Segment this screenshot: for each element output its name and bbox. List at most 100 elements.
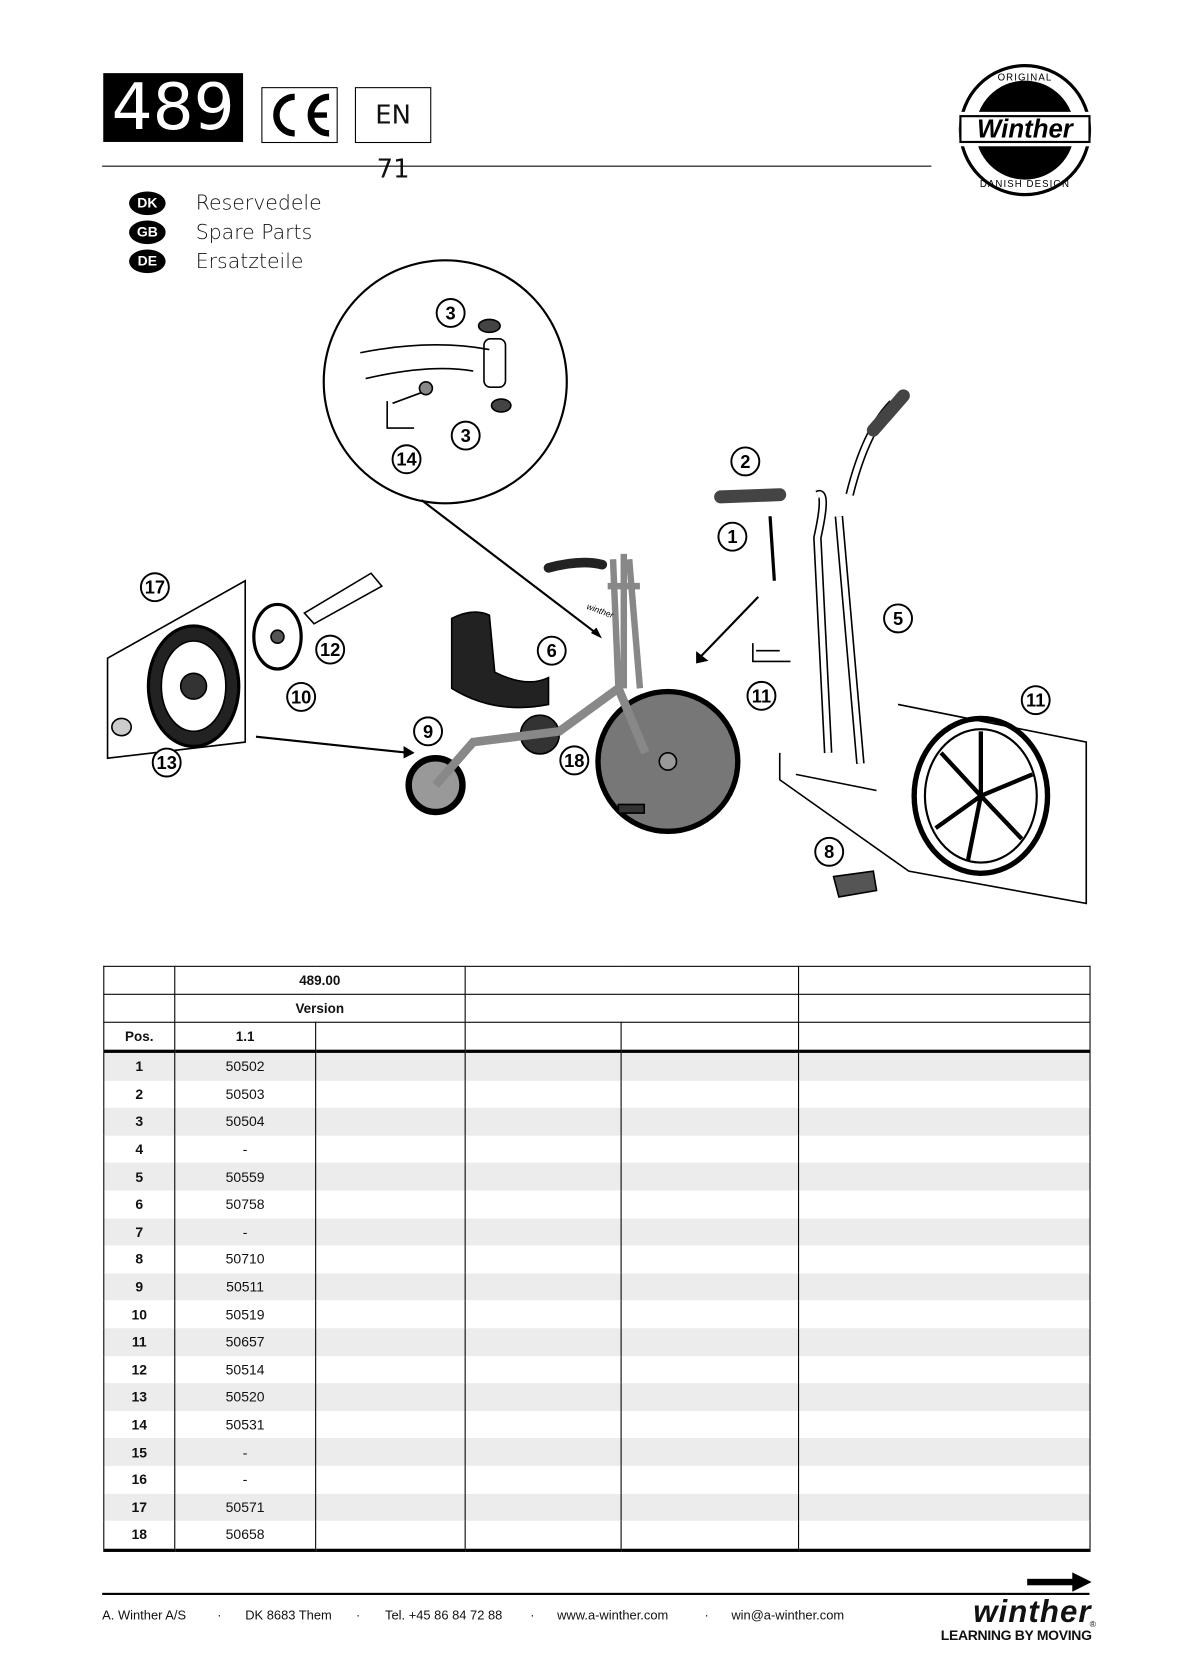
empty-cell	[314, 1410, 466, 1439]
footer-email-link[interactable]: win@a-winther.com	[731, 1607, 845, 1623]
empty-cell	[464, 1465, 623, 1494]
empty-cell	[798, 1080, 1091, 1108]
empty-cell	[621, 1218, 800, 1246]
callout-circle	[391, 444, 422, 475]
empty-cell	[464, 1493, 623, 1521]
svg-text:ORIGINAL: ORIGINAL	[998, 73, 1053, 84]
empty-cell	[464, 1438, 623, 1466]
empty-cell	[798, 1300, 1091, 1329]
pos-cell: 13	[103, 1383, 176, 1411]
part-number-cell: -	[174, 1465, 317, 1494]
pos-cell: 18	[103, 1520, 176, 1552]
callout-9: 9	[413, 716, 443, 747]
empty-cell	[314, 1300, 466, 1329]
pos-cell: 7	[103, 1218, 176, 1246]
pos-header: Pos.	[103, 1021, 176, 1053]
empty-cell	[621, 1355, 800, 1384]
svg-text:Winther: Winther	[977, 116, 1075, 144]
empty-cell	[314, 1051, 466, 1081]
part-number-cell: 50519	[174, 1300, 317, 1329]
part-number-cell: 50514	[174, 1355, 317, 1384]
label-dk: Reservedele	[195, 191, 322, 216]
footer-address: DK 8683 Them	[245, 1607, 332, 1623]
empty-cell	[464, 1410, 623, 1439]
winther-original-logo: Winther ORIGINAL DANISH DESIGN	[958, 63, 1092, 197]
empty-cell	[621, 1410, 800, 1439]
pos-cell: 16	[103, 1465, 176, 1494]
callout-circle	[151, 747, 182, 778]
empty-cell	[314, 1355, 466, 1384]
pos-cell: 12	[103, 1355, 176, 1384]
callout-circle	[450, 420, 481, 451]
callout-11: 11	[1020, 685, 1051, 716]
empty-cell	[314, 1080, 466, 1108]
pos-cell: 8	[103, 1245, 176, 1274]
empty-cell	[464, 1383, 623, 1411]
empty-cell	[314, 1383, 466, 1411]
part-number-cell: 50511	[174, 1273, 317, 1301]
callout-10: 10	[286, 681, 317, 712]
separator: ·	[704, 1607, 709, 1623]
empty-cell	[464, 1218, 623, 1246]
de-badge: DE	[129, 249, 166, 274]
table-header-model: 489.00	[103, 965, 1091, 995]
part-number-cell: 50657	[174, 1328, 317, 1356]
empty-cell	[464, 1163, 623, 1191]
separator: ·	[355, 1607, 361, 1623]
table-row: 15-	[103, 1438, 1091, 1466]
empty-cell	[464, 1245, 623, 1274]
empty-cell	[798, 1520, 1091, 1552]
pos-cell: 10	[103, 1300, 176, 1329]
empty-cell	[314, 1245, 466, 1274]
header-divider	[102, 165, 932, 167]
empty-cell	[464, 1135, 623, 1164]
empty-cell	[314, 1520, 466, 1552]
part-number-cell: 50658	[174, 1520, 317, 1552]
empty-cell	[464, 1273, 623, 1301]
empty-cell	[464, 1107, 623, 1136]
empty-cell	[621, 1328, 800, 1356]
callout-circle	[746, 680, 777, 711]
table-row: 7-	[103, 1218, 1091, 1246]
winther-brand-logo: winther ® LEARNING BY MOVING	[920, 1596, 1096, 1643]
empty-cell	[464, 1520, 623, 1552]
empty-cell	[314, 1190, 466, 1219]
empty-cell	[621, 1245, 800, 1274]
version-cell: 1.1	[174, 1021, 317, 1053]
callout-number: 8	[824, 841, 834, 862]
callout-number: 10	[291, 686, 311, 707]
label-gb: Spare Parts	[195, 220, 313, 245]
callout-6: 6	[536, 635, 567, 666]
footer-company: A. Winther A/S	[102, 1607, 187, 1623]
part-number-cell: -	[174, 1438, 317, 1466]
footer-web-link[interactable]: www.a-winther.com	[557, 1607, 669, 1623]
empty-cell	[621, 1273, 800, 1301]
empty-cell	[798, 1355, 1091, 1384]
empty-cell	[621, 1383, 800, 1411]
pos-cell: 17	[103, 1493, 176, 1521]
callout-circle	[883, 603, 913, 634]
pos-cell: 9	[103, 1273, 176, 1301]
callout-circle	[435, 298, 466, 328]
empty-cell	[621, 1135, 800, 1164]
empty-cell	[621, 1300, 800, 1329]
standard-badge: EN 71	[354, 87, 432, 184]
empty-cell	[798, 1438, 1091, 1466]
callout-number: 6	[547, 640, 557, 661]
part-number-cell: 50531	[174, 1410, 317, 1439]
callout-3: 3	[435, 298, 466, 328]
callout-3: 3	[450, 420, 481, 451]
callout-circle	[536, 635, 567, 666]
table-header-version: Version	[103, 993, 1091, 1023]
footer-divider	[102, 1592, 1090, 1595]
pos-cell: 11	[103, 1328, 176, 1356]
table-row: 4-	[103, 1135, 1091, 1164]
empty-cell	[464, 1328, 623, 1356]
empty-cell	[798, 1410, 1091, 1439]
empty-cell	[314, 1273, 466, 1301]
